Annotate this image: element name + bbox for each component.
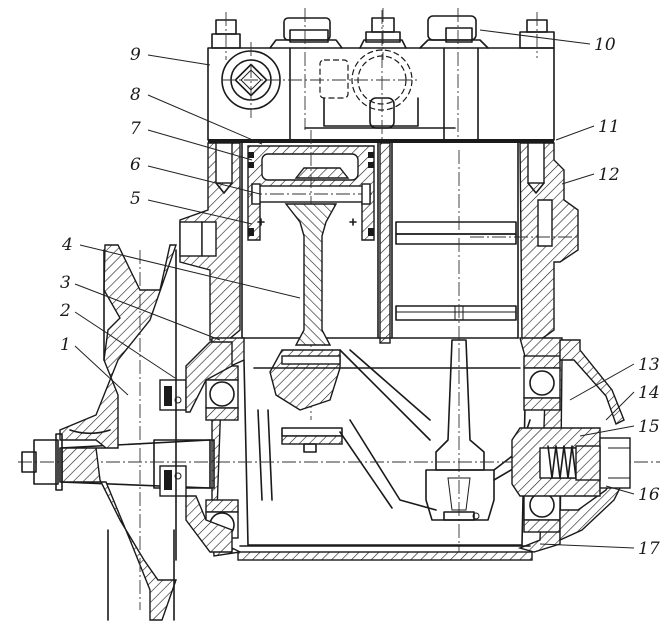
callout-4: 4 xyxy=(61,235,73,255)
leader-8 xyxy=(147,94,263,145)
oil-seal xyxy=(159,341,233,553)
callout-6: 6 xyxy=(130,155,141,175)
callout-2: 2 xyxy=(59,301,71,321)
piston-left xyxy=(247,130,375,420)
leader-15 xyxy=(579,425,635,437)
leader-13 xyxy=(569,363,635,401)
connecting-rod xyxy=(269,203,341,411)
leader-lines xyxy=(74,29,635,549)
bolt-2 xyxy=(269,8,343,130)
connecting-rod-right xyxy=(425,339,495,521)
callout-3: 3 xyxy=(60,273,71,293)
piston-rings xyxy=(248,152,374,236)
piston-pin xyxy=(248,183,374,205)
callout-14: 14 xyxy=(638,383,660,403)
bolt-1 xyxy=(211,12,241,60)
callout-9: 9 xyxy=(130,45,141,65)
leader-3 xyxy=(74,283,221,341)
callout-1: 1 xyxy=(60,335,71,355)
leader-2 xyxy=(74,311,176,379)
leader-4 xyxy=(79,244,301,299)
callout-5: 5 xyxy=(130,189,141,209)
leader-17 xyxy=(539,543,635,549)
leader-1 xyxy=(74,345,129,396)
callout-11: 11 xyxy=(598,117,620,137)
leader-12 xyxy=(561,173,595,185)
callouts: 1 2 3 4 5 6 7 8 9 10 11 12 13 14 15 16 1… xyxy=(59,35,660,559)
bolt-5 xyxy=(519,12,555,58)
callout-13: 13 xyxy=(638,355,660,375)
crankcase xyxy=(211,337,563,557)
cylinder-block xyxy=(179,142,580,344)
bolt-3 xyxy=(359,8,407,60)
leader-10 xyxy=(479,29,591,45)
piston-right xyxy=(395,150,517,560)
leader-16 xyxy=(605,485,635,495)
leader-7 xyxy=(147,129,253,161)
head-bolts xyxy=(211,8,555,140)
oil-feed-spring xyxy=(539,445,601,481)
oil-pan xyxy=(237,545,533,561)
callout-8: 8 xyxy=(130,85,141,105)
callout-10: 10 xyxy=(594,35,616,55)
leader-11 xyxy=(555,125,595,141)
bolt-4 xyxy=(419,8,489,140)
head-gasket xyxy=(208,139,554,143)
callout-15: 15 xyxy=(638,417,660,437)
cylinder-head xyxy=(207,10,555,150)
callout-16: 16 xyxy=(638,485,660,505)
leader-5 xyxy=(147,199,253,225)
leader-9 xyxy=(147,54,211,66)
callout-12: 12 xyxy=(598,165,620,185)
drive-pulley xyxy=(21,244,177,621)
leader-6 xyxy=(147,165,261,195)
callout-7: 7 xyxy=(130,119,141,139)
leader-14 xyxy=(605,391,635,421)
callout-17: 17 xyxy=(638,539,660,559)
